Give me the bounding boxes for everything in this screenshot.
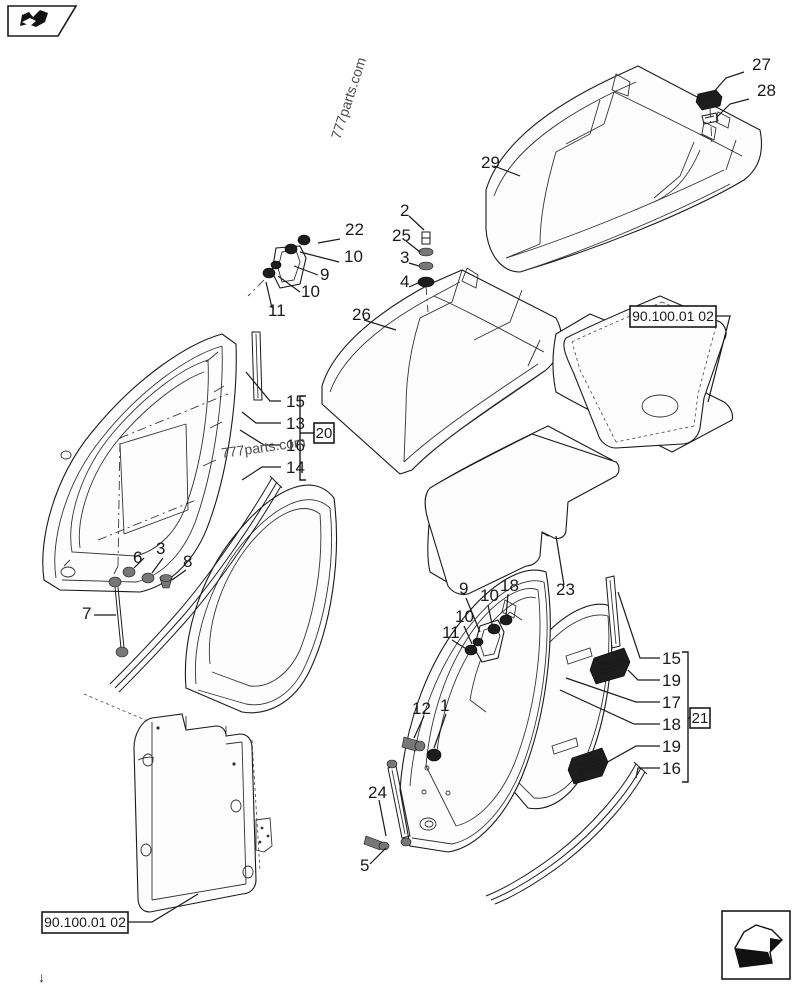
callout-23: 23 <box>556 580 575 599</box>
part-weatherstrip-13 <box>109 475 283 693</box>
callout-18-b: 18 <box>662 715 681 734</box>
callout-10-b: 10 <box>301 282 320 301</box>
callout-5: 5 <box>360 856 369 875</box>
part-clip-27 <box>695 89 723 111</box>
part-hood-29 <box>485 65 762 273</box>
callout-14: 14 <box>286 458 305 477</box>
callout-8: 8 <box>183 552 192 571</box>
fastener-12-1 <box>401 736 442 762</box>
callout-3-left: 3 <box>156 539 165 558</box>
callout-16-a: 16 <box>286 436 305 455</box>
group-box-21-label: 21 <box>692 710 709 727</box>
part-handle-19-upper <box>589 647 631 685</box>
callout-19-b: 19 <box>662 737 681 756</box>
callout-15-b: 15 <box>662 649 681 668</box>
callout-22: 22 <box>345 220 364 239</box>
callout-12: 12 <box>412 699 431 718</box>
callout-1: 1 <box>440 696 449 715</box>
callout-labels: 27 28 29 2 25 22 3 10 9 4 10 11 26 15 13… <box>82 55 776 875</box>
fastener-stack-2-25-3-4 <box>417 231 435 313</box>
part-left-door-panel <box>184 484 338 714</box>
hinge-assembly-right <box>464 614 513 663</box>
group-bracket-21: 21 <box>559 591 711 783</box>
part-weatherstrip-16 <box>485 761 648 905</box>
assembly-axis-27-28 <box>709 107 713 147</box>
callout-7: 7 <box>82 604 91 623</box>
reference-box-top[interactable]: 90.100.01 02 <box>629 305 731 403</box>
callout-27: 27 <box>752 55 771 74</box>
watermark-top: 777parts.com <box>328 55 369 141</box>
group-bracket-20: 20 <box>239 371 335 481</box>
callout-24: 24 <box>368 783 387 802</box>
axis-left-frame-c <box>117 437 121 567</box>
part-lower-left-shield <box>133 713 273 913</box>
callout-11-b: 11 <box>442 623 460 642</box>
part-strut-24-5 <box>363 759 412 851</box>
part-clip-28 <box>701 112 719 125</box>
part-strut-7 <box>108 576 129 658</box>
axis-lower-left <box>83 693 151 723</box>
callout-25: 25 <box>392 226 411 245</box>
part-rod-15-right <box>605 575 621 649</box>
reference-box-top-label: 90.100.01 02 <box>632 308 714 324</box>
reference-box-bottom[interactable]: 90.100.01 02 <box>41 893 199 934</box>
watermark-middle: 777parts.com <box>220 433 306 461</box>
callout-18-a: 18 <box>500 576 519 595</box>
bottom-left-mark: ↓ <box>38 969 45 985</box>
callout-6: 6 <box>133 548 142 567</box>
part-left-door-frame <box>42 333 237 593</box>
callout-13: 13 <box>286 414 305 433</box>
axis-left-frame-a <box>119 393 229 439</box>
callout-9-a: 9 <box>320 265 329 284</box>
callout-10-c: 10 <box>480 586 499 605</box>
callout-28: 28 <box>757 81 776 100</box>
callout-10-d: 10 <box>455 607 474 626</box>
part-mid-trim-panel <box>424 433 620 596</box>
page-icon-bottom-right <box>721 910 791 980</box>
callout-26: 26 <box>352 305 371 324</box>
callout-9-b: 9 <box>459 579 468 598</box>
axis-lower-left-b <box>251 739 261 871</box>
callout-leader-lines <box>94 71 750 865</box>
callout-11-a: 11 <box>268 301 286 320</box>
page-flag-top-left-icon <box>7 5 78 37</box>
callout-3-top: 3 <box>400 248 409 267</box>
callout-2: 2 <box>400 201 409 220</box>
part-handle-19-lower <box>567 747 609 785</box>
group-box-20-label: 20 <box>316 425 333 442</box>
callout-17: 17 <box>662 693 681 712</box>
fastener-6-3-8 <box>122 566 173 589</box>
callout-19-a: 19 <box>662 671 681 690</box>
callout-29: 29 <box>481 153 500 172</box>
callout-15-a: 15 <box>286 392 305 411</box>
axis-left-frame-b <box>97 499 197 541</box>
reference-box-bottom-label: 90.100.01 02 <box>44 914 126 930</box>
callout-16-b: 16 <box>662 759 681 778</box>
callout-4: 4 <box>400 272 409 291</box>
callout-10-a: 10 <box>344 247 363 266</box>
